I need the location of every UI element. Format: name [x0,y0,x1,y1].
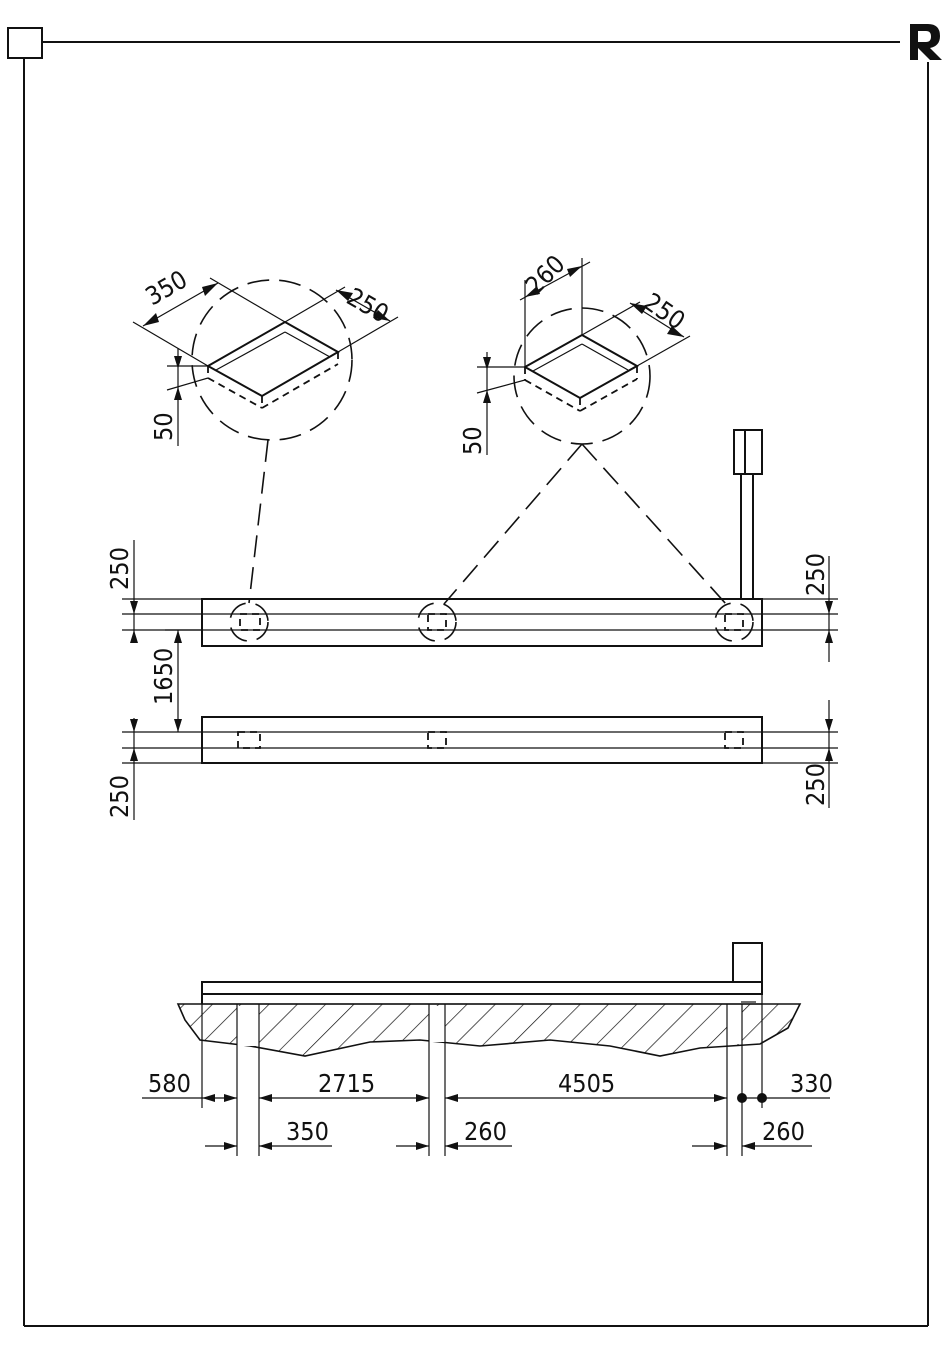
elevation-view: 580 2715 4505 330 350 260 260 [142,943,833,1156]
detail-left-width-label: 250 [342,282,394,329]
plan-beam-upper [202,599,762,646]
elevation-dim-350: 350 [286,1117,329,1146]
detail-left-circle [192,280,352,440]
plan-anchor-lower-2 [428,732,446,748]
plan-view: 250 250 1650 250 250 [105,430,838,820]
plan-left-offset-bottom-label: 250 [105,775,134,818]
plan-anchor-upper-3 [715,603,753,641]
detail-left: 350 250 50 [133,265,398,603]
detail-left-length-label: 350 [141,265,193,312]
plan-spacing-label: 1650 [149,648,178,705]
plan-right-offset-bottom-label: 250 [801,763,830,806]
elevation-dim-2715: 2715 [318,1069,375,1098]
detail-right-depth-label: 50 [458,426,487,455]
detail-right-width-label: 250 [639,287,691,335]
elevation-dim-260-right: 260 [762,1117,805,1146]
ground-hatch [178,1004,800,1056]
detail-right-length-label: 260 [520,249,571,300]
elevation-dim-260-mid: 260 [464,1117,507,1146]
elevation-post [733,943,762,982]
detail-left-pad [208,322,338,396]
detail-right: 260 250 50 [444,249,726,604]
brand-logo [910,24,942,60]
plan-anchor-lower-1 [238,732,260,748]
elevation-dim-330: 330 [790,1069,833,1098]
plan-right-offset-top-label: 250 [801,553,830,596]
detail-left-depth-label: 50 [149,412,178,441]
plan-anchor-lower-3 [725,732,743,748]
plan-beam-lower [202,717,762,763]
elevation-dim-4505: 4505 [558,1069,615,1098]
elevation-dim-580: 580 [148,1069,191,1098]
elevation-beam [202,982,762,994]
plan-post-head [734,430,762,474]
plan-anchor-upper-1 [230,603,268,641]
plan-anchor-upper-2 [418,603,456,641]
corner-box [8,28,42,58]
plan-left-offset-top-label: 250 [105,547,134,590]
